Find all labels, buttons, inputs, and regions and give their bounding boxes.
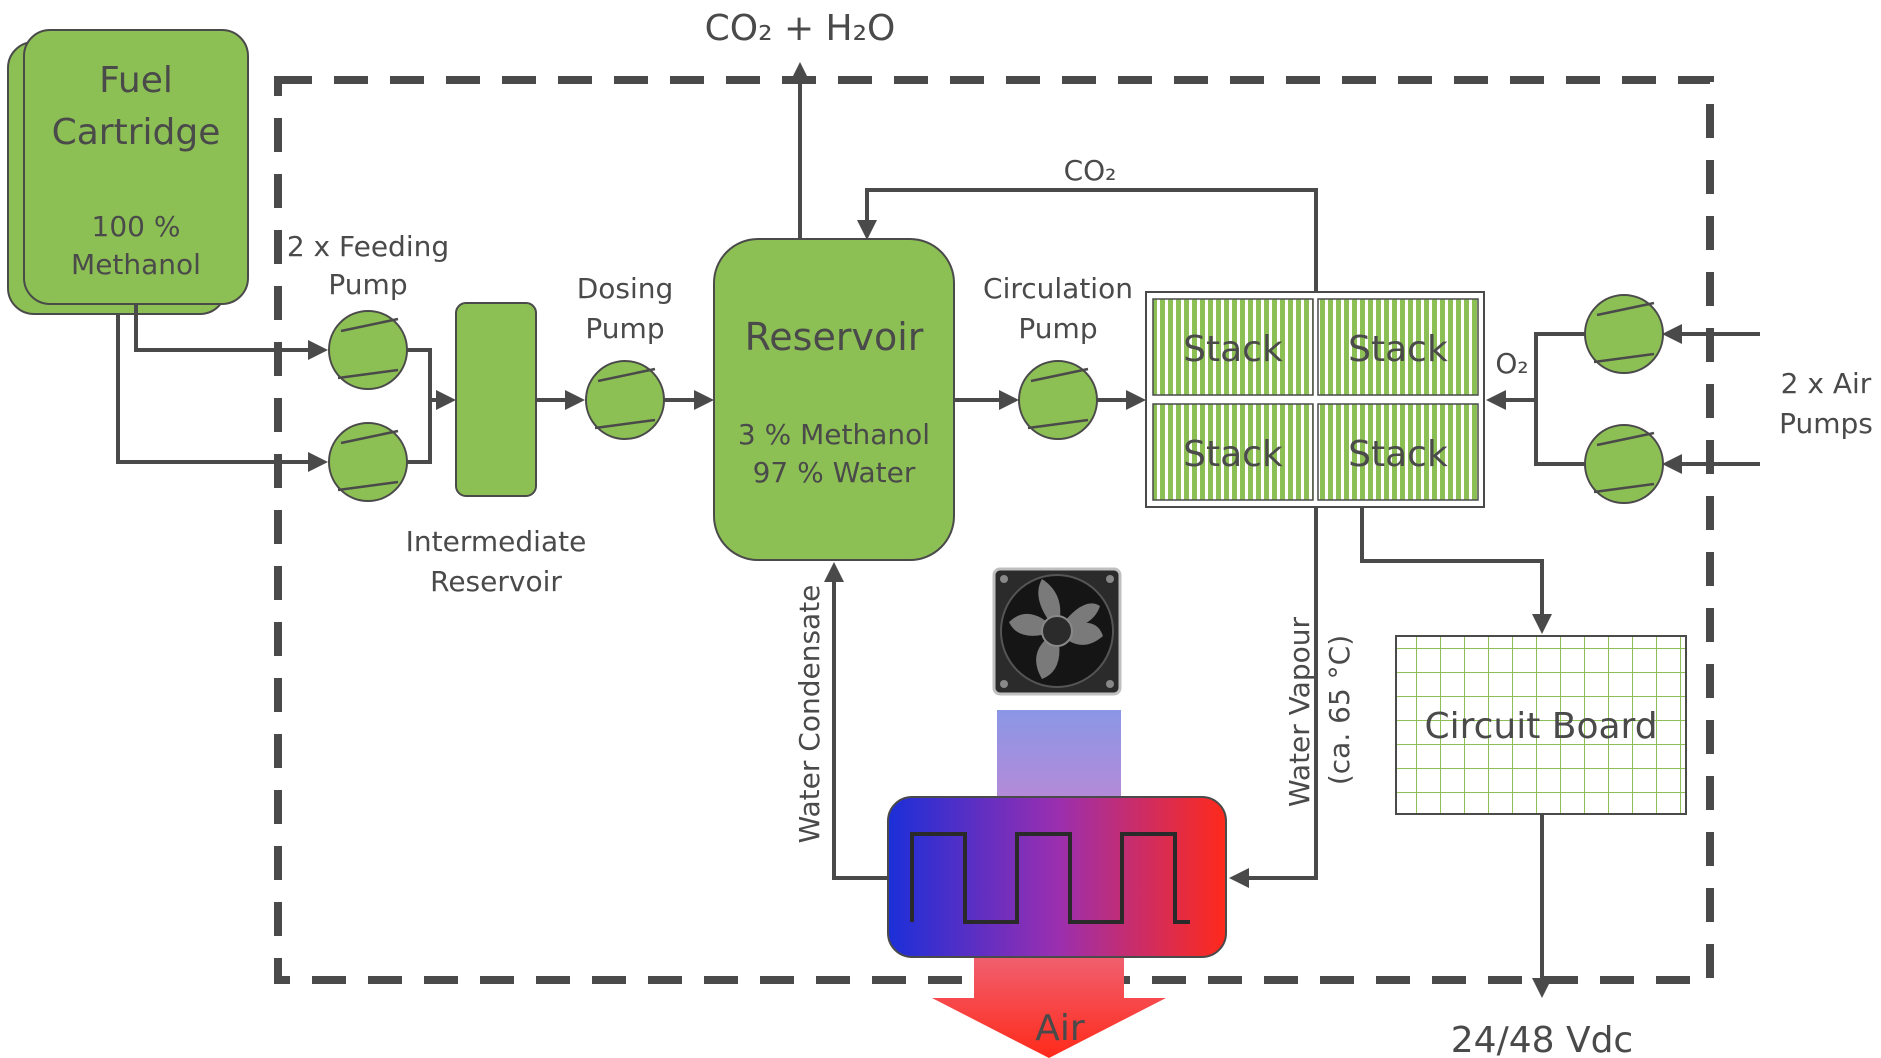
exhaust-label: CO₂ + H₂O: [705, 8, 896, 49]
air-duct: [997, 710, 1121, 798]
stack-cell: [1152, 403, 1314, 501]
pump-icon: [585, 360, 665, 440]
air-label: Air: [1035, 1008, 1085, 1049]
pump-icon: [1018, 360, 1098, 440]
o2-label: O₂: [1495, 347, 1528, 380]
water-vapour-label: Water Vapour: [1283, 617, 1316, 807]
stack-cell: [1317, 403, 1479, 501]
intermediate-reservoir-label-line2: Reservoir: [430, 565, 562, 598]
water-vapour-temp-label: (ca. 65 °C): [1323, 635, 1356, 785]
pump-icon: [1584, 424, 1664, 504]
output-voltage-label: 24/48 Vdc: [1451, 1020, 1633, 1058]
reservoir-content-line2: 97 % Water: [753, 456, 916, 489]
reservoir: [713, 238, 955, 561]
circuit-board: [1395, 635, 1687, 815]
feeding-pump-label-line2: Pump: [328, 268, 407, 301]
pump-icon: [1584, 294, 1664, 374]
stack-to-board-arrow: [1360, 507, 1552, 634]
dosing-pump-label-line2: Pump: [585, 312, 664, 345]
fuel-cartridge-content-line1: 100 %: [92, 210, 181, 243]
fuel-cartridge-title-line2: Cartridge: [52, 112, 221, 153]
air-pumps-label-line2: Pumps: [1779, 407, 1873, 440]
stack-cell: [1317, 298, 1479, 396]
stack-label: Stack: [1183, 329, 1283, 370]
fan-icon: [992, 567, 1122, 696]
pump-icon: [328, 422, 408, 502]
co2-return-line: [857, 188, 1318, 292]
stack-label: Stack: [1183, 434, 1283, 475]
water-condensate-line: [824, 562, 888, 880]
intermediate-reservoir: [455, 302, 537, 497]
water-vapour-line: [1229, 507, 1318, 888]
co2-return-label: CO₂: [1064, 154, 1117, 187]
stack-label: Stack: [1348, 434, 1448, 475]
feeding-pump-label-line1: 2 x Feeding: [287, 230, 449, 263]
stack-cell: [1152, 298, 1314, 396]
fuel-line-lower: [116, 314, 328, 472]
heat-exchanger-icon: [887, 796, 1227, 958]
reservoir-content-line1: 3 % Methanol: [738, 418, 930, 451]
fuel-cartridge-title-line1: Fuel: [99, 60, 173, 101]
air-outlet-arrow: Air: [932, 956, 1166, 1058]
fuel-line-upper: [134, 304, 328, 360]
water-condensate-label: Water Condensate: [793, 585, 826, 844]
dosing-pump-label-line1: Dosing: [577, 272, 674, 305]
pump-icon: [328, 310, 408, 390]
circuit-board-label: Circuit Board: [1424, 706, 1657, 747]
feeding-merge-line: [407, 348, 432, 464]
fuel-cartridge-content-line2: Methanol: [71, 248, 201, 281]
air-pumps-label-line1: 2 x Air: [1781, 367, 1872, 400]
fuel-cartridge: Fuel Cartridge 100 % Methanol: [7, 29, 249, 315]
circulation-pump-label-line2: Pump: [1018, 312, 1097, 345]
circulation-pump-label-line1: Circulation: [983, 272, 1133, 305]
reservoir-title: Reservoir: [745, 315, 924, 359]
fuel-cell-stack-array: Stack Stack Stack Stack: [1145, 291, 1485, 508]
intermediate-reservoir-label-line1: Intermediate: [406, 525, 587, 558]
stack-label: Stack: [1348, 329, 1448, 370]
air-pump-merge-line: [1534, 332, 1585, 466]
